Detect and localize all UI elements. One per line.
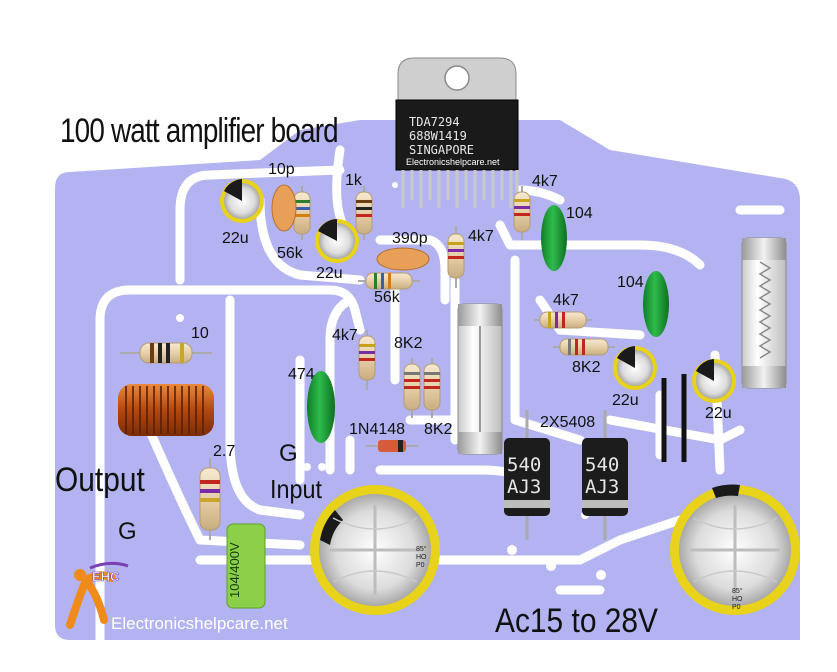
resistor-2-7 xyxy=(199,458,221,540)
output-inductor xyxy=(118,384,214,436)
resistor-56k-lower xyxy=(358,272,420,290)
label-c-10p: 10p xyxy=(268,161,295,178)
label-c-474: 474 xyxy=(288,366,315,383)
resistor-4k7-left xyxy=(358,330,376,390)
resistor-8k2-b xyxy=(423,358,441,418)
label-d-2x5408: 2X5408 xyxy=(540,414,596,431)
resistor-8k2-right xyxy=(553,338,615,356)
resistor-4k7-right xyxy=(534,311,592,329)
fuse-center xyxy=(457,303,503,455)
resistor-56k-upper xyxy=(293,186,311,240)
diode-5408-a xyxy=(504,410,550,540)
label-r-4k7-ic: 4k7 xyxy=(468,228,494,245)
label-c-390p: 390p xyxy=(392,230,428,247)
ic-part-number: TDA7294 xyxy=(409,115,460,129)
label-r-10: 10 xyxy=(191,325,209,342)
ic-origin: SINGAPORE xyxy=(409,143,475,157)
output-label: Output xyxy=(55,461,145,499)
label-c-104-lower: 104 xyxy=(617,274,644,291)
label-r-4k7-mid-right: 4k7 xyxy=(553,292,579,309)
power-wire-links xyxy=(661,374,687,462)
label-c-104-upper: 104 xyxy=(566,205,593,222)
output-ground-label: G xyxy=(118,518,137,545)
label-c-22u-mid: 22u xyxy=(316,265,343,282)
bulk-cap-right xyxy=(670,484,800,615)
diode-b-marking-line2: AJ3 xyxy=(585,476,620,498)
resistors xyxy=(120,272,615,364)
resistor-8k2-a xyxy=(403,358,421,418)
vertical-resistors xyxy=(199,186,531,540)
board-title: 100 watt amplifier board xyxy=(60,112,339,150)
cap-22u-mid xyxy=(315,219,359,263)
diode-1n4148 xyxy=(366,440,418,452)
label-r-8k2-right: 8K2 xyxy=(572,359,601,376)
input-label: Input xyxy=(270,474,323,504)
cap-22u-right-b xyxy=(692,359,736,403)
label-r-8k2-upper: 8K2 xyxy=(394,335,423,352)
diode-5408-b xyxy=(582,410,628,540)
supply-voltage-label: Ac15 to 28V xyxy=(495,602,659,640)
electrolytic-caps-small xyxy=(220,179,736,403)
label-r-4k7-left: 4k7 xyxy=(332,327,358,344)
resistor-1k xyxy=(355,186,373,240)
logo-website: Electronicshelpcare.net xyxy=(111,614,288,633)
diode-a-marking-line2: AJ3 xyxy=(507,476,542,498)
cap-22u-right-a xyxy=(613,346,657,390)
tda7294-ic xyxy=(395,57,519,208)
diode-a-marking-line1: 540 xyxy=(507,454,542,476)
input-ground-label: G xyxy=(279,440,298,467)
label-c-22u-right-b: 22u xyxy=(705,405,732,422)
bulk-cap-left-marking: 85° HO P0 xyxy=(416,546,427,569)
resistor-10 xyxy=(120,342,212,364)
bulk-cap-left xyxy=(310,485,440,615)
power-diodes xyxy=(504,410,628,540)
ceramic-caps xyxy=(271,184,430,271)
label-r-4k7-right: 4k7 xyxy=(532,173,558,190)
label-c-22u-right-a: 22u xyxy=(612,392,639,409)
label-r-56k-upper: 56k xyxy=(277,245,303,262)
label-c-104-400v: 104/400V xyxy=(227,542,242,598)
fuses xyxy=(457,237,787,455)
label-d-1n4148: 1N4148 xyxy=(349,421,406,438)
logo-mark: EHC xyxy=(92,569,120,585)
bulk-cap-right-marking: 85° HO P0 xyxy=(732,588,743,611)
fuse-right xyxy=(741,237,787,389)
electrolytic-caps-large xyxy=(310,484,800,615)
ehc-logo xyxy=(66,561,129,629)
resistor-4k7-ic xyxy=(447,226,465,288)
ic-batch-code: 688W1419 xyxy=(409,129,467,143)
label-r-8k2-lower: 8K2 xyxy=(424,421,453,438)
label-c-22u-top-left: 22u xyxy=(222,230,249,247)
label-r-1k: 1k xyxy=(345,172,362,189)
label-r-56k-lower: 56k xyxy=(374,289,400,306)
cap-22u-top-left xyxy=(220,179,264,223)
diode-b-marking-line1: 540 xyxy=(585,454,620,476)
resistor-4k7-top xyxy=(513,186,531,240)
ic-website-mark: Electronicshelpcare.net xyxy=(406,157,500,167)
film-caps xyxy=(226,205,669,609)
label-r-2-7: 2.7 xyxy=(213,443,236,460)
